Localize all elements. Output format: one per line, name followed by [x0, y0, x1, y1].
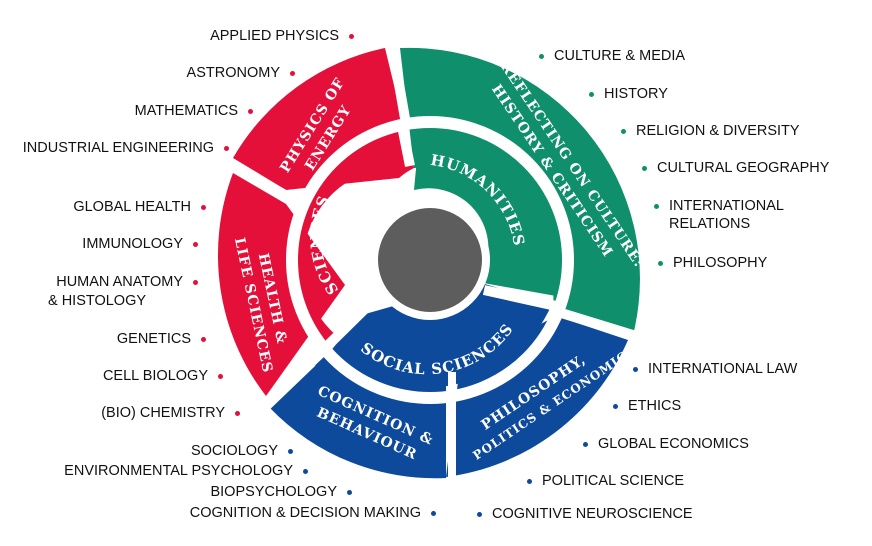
bullet-icon — [527, 478, 532, 484]
topic-immunology: IMMUNOLOGY — [82, 234, 198, 254]
topic-genetics: GENETICS — [117, 329, 206, 349]
bullet-icon — [290, 70, 295, 76]
topic-astronomy: ASTRONOMY — [187, 63, 295, 83]
bullet-icon — [633, 366, 638, 372]
bullet-icon — [539, 53, 544, 59]
bullet-icon — [477, 511, 482, 517]
topic-religion-diversity: RELIGION & DIVERSITY — [621, 121, 800, 141]
topic-political-science: POLITICAL SCIENCE — [527, 471, 684, 491]
bullet-icon — [589, 91, 594, 97]
bullet-icon — [235, 410, 240, 416]
topic-ethics: ETHICS — [613, 396, 681, 416]
bullet-icon — [642, 165, 647, 171]
topic-international-relations: INTERNATIONAL — [654, 196, 784, 216]
ring-separator — [286, 116, 574, 404]
topic-bio-chemistry: (BIO) CHEMISTRY — [101, 403, 240, 423]
bullet-icon — [303, 468, 308, 474]
topic-cultural-geography: CULTURAL GEOGRAPHY — [642, 158, 829, 178]
topic-history: HISTORY — [589, 84, 668, 104]
segment-social-sciences — [330, 282, 552, 388]
topic-cognitive-neuroscience: COGNITIVE NEUROSCIENCE — [477, 504, 693, 524]
topic-relations: RELATIONS — [669, 216, 751, 232]
segment-health-life-sciences — [217, 173, 345, 396]
bullet-icon — [347, 489, 352, 495]
topic-cell-biology: CELL BIOLOGY — [103, 366, 223, 386]
bullet-icon — [218, 373, 223, 379]
topic-cognition-decision-making: COGNITION & DECISION MAKING — [190, 503, 436, 523]
bullet-icon — [193, 279, 198, 285]
bullet-icon — [349, 33, 354, 39]
topic-international-law: INTERNATIONAL LAW — [633, 359, 797, 379]
bullet-icon — [613, 403, 618, 409]
bullet-icon — [654, 203, 659, 209]
topic-industrial-engineering: INDUSTRIAL ENGINEERING — [23, 138, 229, 158]
topic-sociology: SOCIOLOGY — [191, 441, 293, 461]
topic-applied-physics: APPLIED PHYSICS — [210, 26, 354, 46]
topic-philosophy: PHILOSOPHY — [658, 253, 767, 273]
bullet-icon — [224, 145, 229, 151]
bullet-icon — [621, 128, 626, 134]
topic-mathematics: MATHEMATICS — [135, 101, 253, 121]
bullet-icon — [583, 441, 588, 447]
bullet-icon — [201, 204, 206, 210]
topic-environmental-psychology: ENVIRONMENTAL PSYCHOLOGY — [64, 461, 308, 481]
topic-human-anatomy: HUMAN ANATOMY — [56, 272, 198, 292]
bullet-icon — [431, 510, 436, 516]
topic-culture-media: CULTURE & MEDIA — [539, 46, 685, 66]
bullet-icon — [248, 108, 253, 114]
topic-histology: & HISTOLOGY — [48, 293, 147, 309]
topic-biopsychology: BIOPSYCHOLOGY — [210, 482, 352, 502]
bullet-icon — [658, 260, 663, 266]
bullet-icon — [201, 336, 206, 342]
bullet-icon — [288, 448, 293, 454]
segment-humanities — [414, 126, 560, 296]
center-hub — [378, 208, 482, 312]
topic-global-health: GLOBAL HEALTH — [73, 197, 206, 217]
bullet-icon — [193, 241, 198, 247]
topic-global-economics: GLOBAL ECONOMICS — [583, 434, 749, 454]
